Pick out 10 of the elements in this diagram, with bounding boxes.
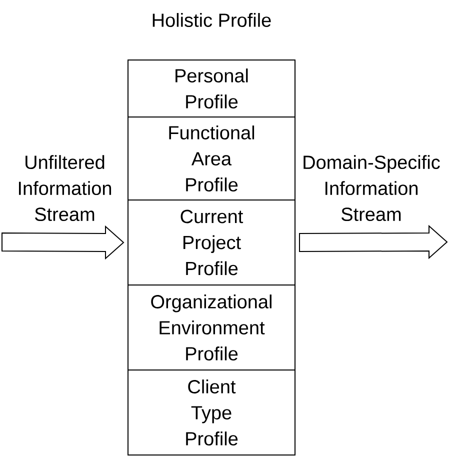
profile-section: Client Type Profile (128, 370, 296, 456)
block-arrow (299, 224, 448, 260)
block-arrow (2, 225, 124, 260)
profile-section: Organizational Environment Profile (128, 284, 296, 370)
profile-section: Current Project Profile (128, 200, 296, 286)
profile-section: Functional Area Profile (128, 116, 296, 200)
edge-label: Unfiltered Information Stream (18, 155, 112, 222)
profile-section: Personal Profile (128, 60, 296, 118)
edge-label: Domain-Specific Information Stream (304, 155, 440, 222)
heading: Holistic Profile (152, 13, 271, 27)
